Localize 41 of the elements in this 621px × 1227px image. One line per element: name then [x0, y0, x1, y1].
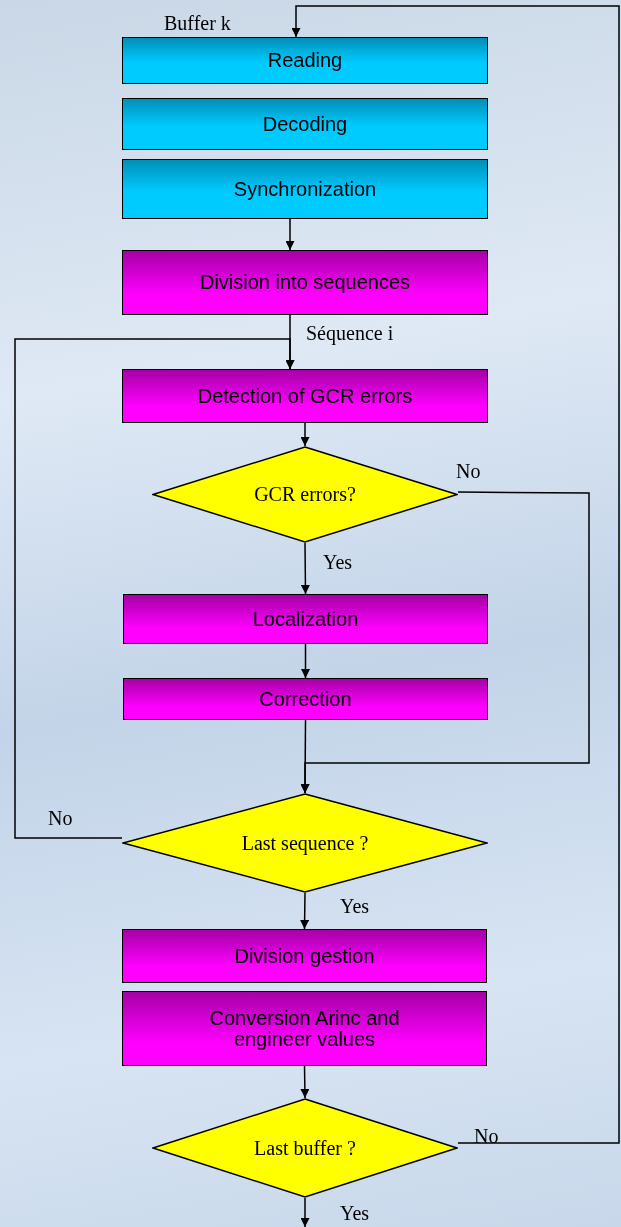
- step-text: Decoding: [261, 113, 349, 135]
- decision-diamond: [152, 1098, 458, 1198]
- process-box: [123, 594, 488, 644]
- edge-label: Séquence i: [306, 323, 394, 343]
- step-text: Last buffer ?: [253, 1137, 357, 1159]
- decision-diamond: [152, 446, 458, 543]
- arrow: [300, 542, 310, 595]
- edge-label: No: [456, 461, 481, 481]
- process-box: [122, 250, 488, 315]
- process-box: [122, 369, 488, 423]
- step-text: Detection of GCR errors: [196, 385, 414, 407]
- arrow: [14, 338, 295, 839]
- step-text: Division gestion: [233, 945, 376, 967]
- process-box: [123, 678, 488, 720]
- edge-label: Yes: [323, 552, 353, 572]
- decision-diamond: [122, 793, 488, 893]
- step-text: Correction: [258, 688, 353, 710]
- step-text: GCR errors?: [253, 484, 357, 505]
- arrow: [300, 892, 310, 930]
- edge-label: No: [48, 808, 73, 828]
- edge-label: No: [474, 1126, 499, 1146]
- edge-label: Yes: [340, 1203, 370, 1223]
- step-text: Localization: [251, 608, 360, 630]
- arrow: [300, 1197, 310, 1227]
- step-text: Division into sequences: [198, 272, 412, 293]
- arrow: [291, 5, 620, 1144]
- arrow: [300, 1065, 310, 1099]
- arrow: [300, 491, 590, 794]
- process-box: [122, 159, 488, 219]
- buffer-label: Buffer k: [164, 13, 231, 33]
- arrow: [301, 643, 310, 679]
- arrow: [300, 422, 310, 447]
- arrow: [285, 218, 295, 251]
- step-text: Conversion Arinc and engineer values: [208, 1007, 401, 1050]
- process-box: [122, 991, 487, 1066]
- process-box: [122, 929, 487, 983]
- step-text: Reading: [266, 50, 344, 71]
- step-text: Last sequence ?: [240, 832, 370, 854]
- edge-label: Yes: [340, 896, 370, 916]
- process-box: [122, 98, 488, 150]
- step-text: Synchronization: [232, 178, 378, 200]
